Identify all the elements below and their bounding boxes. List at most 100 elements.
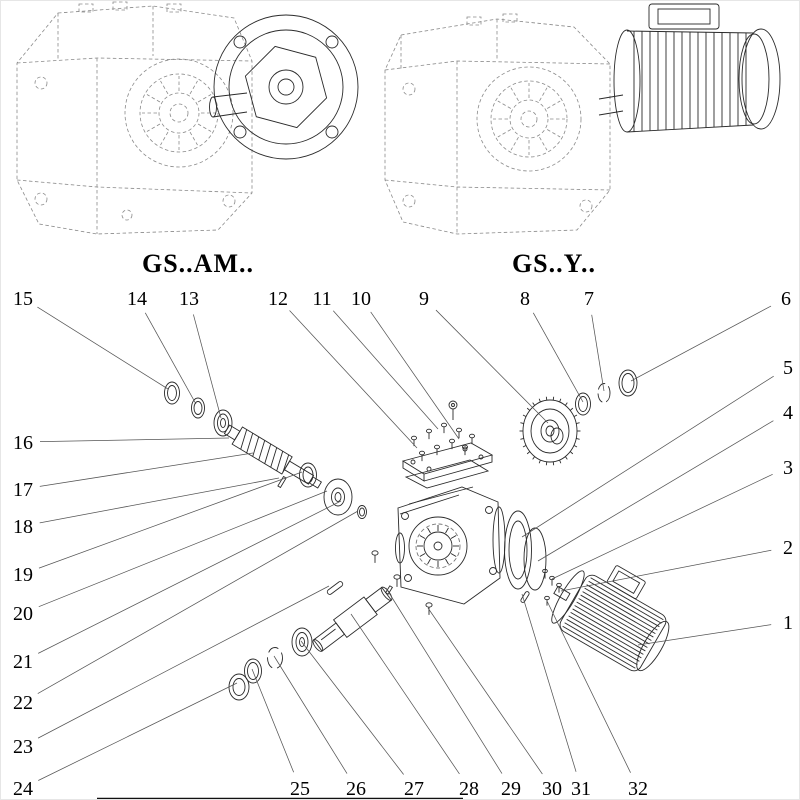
leader-line-32	[546, 600, 631, 773]
shaft-end-ring	[618, 369, 638, 397]
helical-gear	[519, 396, 581, 466]
callout-2: 2	[783, 537, 793, 559]
gear-circlip	[597, 383, 611, 403]
callout-1: 1	[783, 612, 793, 634]
cover-assembly	[401, 400, 494, 489]
leader-line-11	[332, 310, 439, 430]
output-cover-ring	[504, 510, 532, 590]
gs-am-hub	[142, 76, 216, 150]
leader-line-12	[289, 310, 418, 449]
leader-line-28	[350, 613, 460, 775]
worm-shaft	[223, 424, 322, 489]
output-bearing	[291, 627, 313, 657]
leader-line-27	[300, 640, 404, 775]
gear-assembly	[519, 369, 638, 466]
housing-fasteners	[371, 550, 433, 615]
leader-line-24	[38, 682, 238, 781]
worm-bearing-rear	[299, 462, 317, 488]
leader-line-29	[385, 587, 503, 774]
callout-13: 13	[179, 288, 199, 310]
leader-line-7	[591, 314, 605, 392]
callout-9: 9	[419, 288, 429, 310]
leader-line-9	[435, 309, 549, 424]
callout-24: 24	[13, 778, 33, 800]
callout-31: 31	[571, 778, 591, 800]
callout-14: 14	[127, 288, 147, 310]
callout-20: 20	[13, 603, 33, 625]
callout-8: 8	[520, 288, 530, 310]
leader-line-19	[38, 471, 303, 569]
callout-28: 28	[459, 778, 479, 800]
output-gasket	[523, 527, 547, 591]
output-shaft-assembly	[228, 581, 393, 701]
callout-30: 30	[542, 778, 562, 800]
cover-gasket	[404, 459, 490, 489]
leader-line-8	[532, 312, 584, 403]
leader-line-30	[427, 607, 543, 775]
leader-line-17	[39, 452, 254, 487]
callout-22: 22	[13, 692, 33, 714]
leader-line-2	[560, 549, 772, 592]
leader-line-26	[273, 655, 348, 774]
callout-5: 5	[783, 357, 793, 379]
leader-line-6	[630, 305, 772, 382]
leader-line-5	[521, 375, 774, 538]
worm-bearing-front	[213, 409, 233, 437]
gs-am-flange	[209, 14, 359, 160]
input-spacer-ring	[191, 397, 205, 419]
leader-line-15	[37, 306, 169, 390]
callout-16: 16	[13, 432, 33, 454]
leader-line-13	[193, 314, 222, 419]
callout-26: 26	[346, 778, 366, 800]
callout-21: 21	[13, 651, 33, 673]
motor-key	[520, 591, 530, 603]
vent-plug	[448, 400, 458, 420]
output-washer	[228, 673, 250, 701]
gs-y-motor-drawing	[598, 3, 781, 133]
dowel-pin	[277, 475, 287, 489]
leader-line-1	[637, 624, 772, 646]
motor-unit	[551, 565, 670, 672]
model-label-left: GS..AM..	[142, 249, 254, 278]
callout-19: 19	[13, 564, 33, 586]
leader-line-14	[144, 312, 197, 405]
leader-line-22	[37, 510, 359, 694]
retaining-ring-small	[357, 505, 367, 519]
gs-y-hub	[493, 83, 565, 155]
output-seal	[244, 658, 262, 684]
worm-shaft-assembly	[164, 381, 367, 519]
output-shaft	[312, 586, 393, 652]
callout-32: 32	[628, 778, 648, 800]
motor-fins	[562, 577, 664, 669]
leader-line-10	[370, 311, 460, 440]
leader-line-31	[521, 593, 577, 772]
exploded-view	[164, 369, 670, 701]
callout-7: 7	[584, 288, 594, 310]
model-label-right: GS..Y..	[512, 249, 596, 278]
output-cover-assembly	[504, 510, 562, 606]
leader-line-21	[38, 500, 342, 654]
gs-y-housing-drawing	[384, 13, 611, 235]
leader-line-23	[37, 585, 330, 739]
helical-gear-teeth	[519, 396, 581, 466]
leader-line-4	[537, 420, 774, 562]
leader-line-16	[39, 437, 230, 443]
gs-am-housing-drawing	[16, 1, 253, 235]
input-seal	[164, 381, 180, 405]
worm-wheel	[323, 478, 353, 516]
callout-3: 3	[783, 457, 793, 479]
callout-10: 10	[351, 288, 371, 310]
housing-bore	[417, 525, 459, 567]
leader-line-20	[38, 490, 328, 608]
callout-29: 29	[501, 778, 521, 800]
output-circlip	[267, 647, 283, 669]
callout-17: 17	[13, 479, 33, 501]
leader-line-3	[551, 473, 773, 580]
callout-6: 6	[781, 288, 791, 310]
gear-housing	[395, 486, 506, 605]
cover-bolts	[411, 422, 475, 462]
callout-11: 11	[312, 288, 331, 310]
